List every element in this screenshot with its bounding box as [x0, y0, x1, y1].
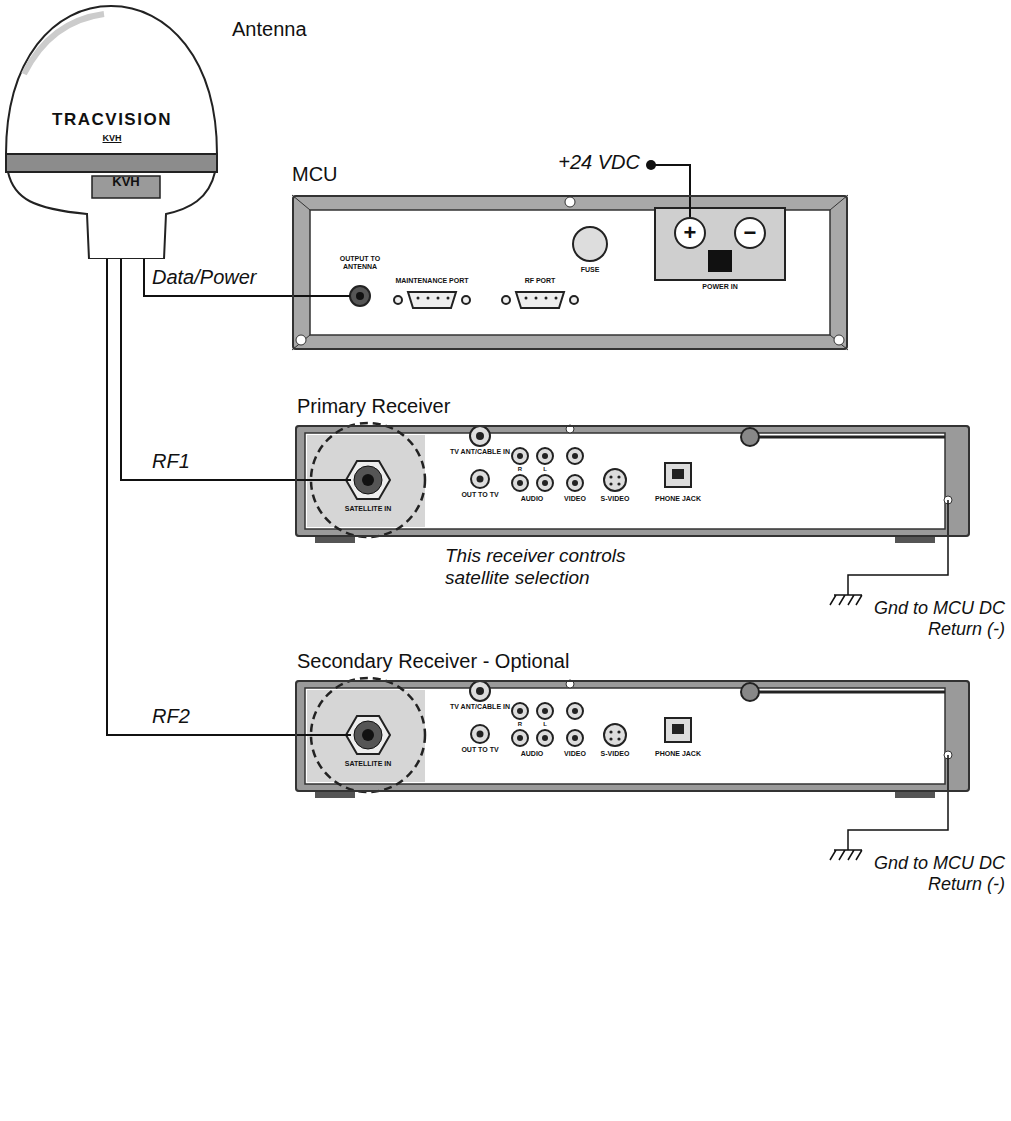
port-label: PHONE JACK	[655, 495, 701, 503]
unit-heading: Primary Receiver	[297, 395, 450, 418]
unit-heading: Antenna	[232, 18, 307, 41]
port-label: TV ANT/CABLE IN	[450, 703, 510, 711]
receiver-panel	[295, 678, 970, 798]
antenna-dome-outline	[4, 4, 219, 259]
port-label: VIDEO	[564, 495, 586, 503]
unit-heading: MCU	[292, 163, 338, 186]
receiver-unit: Primary Receiver	[295, 425, 970, 537]
jack-label: R	[518, 466, 522, 473]
port-label: S-VIDEO	[601, 750, 630, 758]
unit-heading: Secondary Receiver - Optional	[297, 650, 569, 673]
port-label: SATELLITE IN	[345, 505, 392, 513]
ground-note: Gnd to MCU DC Return (-)	[869, 598, 1005, 639]
port-label: PHONE JACK	[655, 750, 701, 758]
cable-label: Data/Power	[152, 266, 257, 289]
cable-line	[107, 259, 295, 735]
cable-line	[144, 259, 292, 296]
voltage-label: +24 VDC	[520, 151, 640, 174]
port-label: SATELLITE IN	[345, 760, 392, 768]
note-text: This receiver controls satellite selecti…	[445, 545, 685, 589]
port-label: POWER IN	[702, 283, 737, 291]
brand-name: TRACVISION	[52, 110, 172, 130]
antenna-dome: Antenna	[4, 4, 219, 259]
jack-label: L	[543, 721, 547, 728]
receiver-panel	[295, 423, 970, 543]
port-label: OUT TO TV	[461, 491, 498, 499]
terminal-sign: −	[744, 220, 757, 245]
mcu-panel	[292, 195, 848, 350]
cable-line	[121, 259, 295, 480]
ground-note: Gnd to MCU DC Return (-)	[869, 853, 1005, 894]
jack-label: L	[543, 466, 547, 473]
fuse-label: FUSE	[581, 266, 600, 274]
port-label: AUDIO	[521, 750, 544, 758]
power-feed	[646, 160, 690, 217]
jack-label: R	[518, 721, 522, 728]
brand-logo: KVH	[102, 133, 121, 143]
port-label: RF PORT	[525, 277, 556, 285]
port-label: S-VIDEO	[601, 495, 630, 503]
port-label: OUTPUT TO ANTENNA	[329, 255, 391, 271]
cable-label: RF1	[152, 450, 190, 473]
terminal-sign: +	[684, 220, 697, 245]
port-label: TV ANT/CABLE IN	[450, 448, 510, 456]
port-label: AUDIO	[521, 495, 544, 503]
receiver-unit: Secondary Receiver - Optional	[295, 680, 970, 792]
port-label: VIDEO	[564, 750, 586, 758]
port-label: OUT TO TV	[461, 746, 498, 754]
cable-label: RF2	[152, 705, 190, 728]
mcu-unit: MCU	[292, 195, 848, 350]
brand-logo: KVH	[112, 175, 139, 190]
port-label: MAINTENANCE PORT	[395, 277, 468, 285]
